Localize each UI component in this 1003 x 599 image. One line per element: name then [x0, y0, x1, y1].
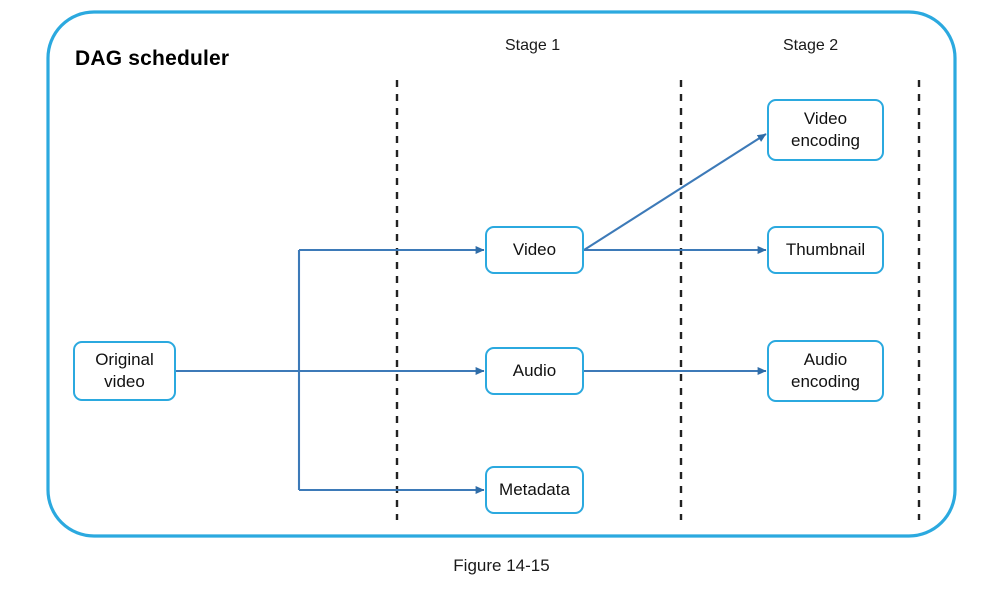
- node-thumbnail[interactable]: Thumbnail: [767, 226, 884, 274]
- stage-label-1: Stage 1: [505, 37, 561, 54]
- node-video-encoding[interactable]: Video encoding: [767, 99, 884, 161]
- dag-scheduler-container: [46, 10, 957, 538]
- edge-video-to-video-encoding: [583, 133, 767, 251]
- node-audio[interactable]: Audio: [485, 347, 584, 395]
- node-audio-encoding[interactable]: Audio encoding: [767, 340, 884, 402]
- dag-scheduler-title: DAG scheduler: [75, 47, 230, 70]
- figure-caption: Figure 14-15: [453, 556, 550, 575]
- node-original-video[interactable]: Original video: [73, 341, 176, 401]
- node-metadata[interactable]: Metadata: [485, 466, 584, 514]
- node-video[interactable]: Video: [485, 226, 584, 274]
- stage-label-2: Stage 2: [783, 37, 839, 54]
